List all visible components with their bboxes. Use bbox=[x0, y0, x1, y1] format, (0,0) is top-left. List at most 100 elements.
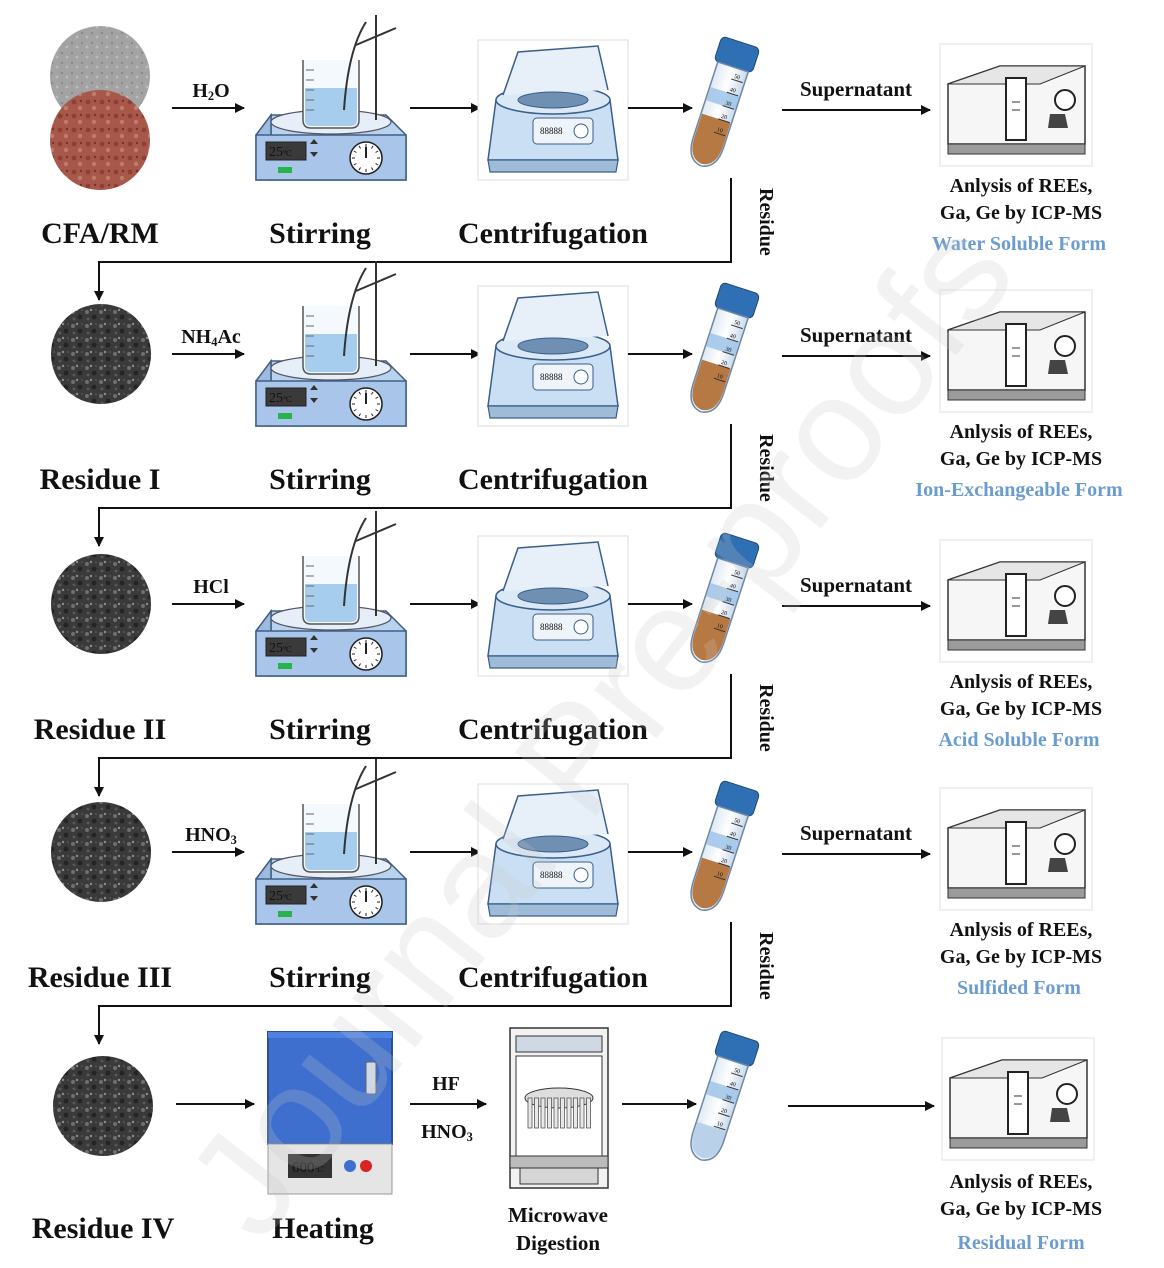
digestion-line-1: Microwave bbox=[508, 1203, 608, 1227]
instrument-window bbox=[1005, 323, 1027, 387]
dial-tick bbox=[353, 659, 357, 662]
centrifuge: 88888 bbox=[477, 39, 629, 181]
dial-tick bbox=[371, 145, 374, 149]
dial-tick bbox=[358, 911, 361, 915]
dial-tick bbox=[358, 641, 361, 645]
tube-sediment bbox=[692, 857, 731, 909]
control-display: 88888 bbox=[540, 126, 563, 136]
centrifuge-foot bbox=[487, 655, 619, 669]
tube-mark-label: 20 bbox=[720, 1108, 728, 1116]
centrifuge-foot bbox=[487, 405, 619, 419]
tube-sediment bbox=[692, 113, 731, 165]
stand-clamp bbox=[355, 273, 397, 292]
temp-arrows-icon bbox=[310, 139, 318, 157]
temp-value: 25℃ bbox=[269, 641, 292, 656]
tube-mark bbox=[722, 105, 735, 110]
beaker-liquid bbox=[305, 88, 357, 126]
digester-vessel bbox=[566, 1097, 572, 1129]
residue-sample-icon bbox=[53, 1056, 153, 1156]
sampler-knob-icon bbox=[1056, 1083, 1078, 1105]
analysis-line-1: Anlysis of REEs, bbox=[950, 175, 1093, 197]
temp-display bbox=[265, 141, 307, 161]
temp-unit: ℃ bbox=[283, 645, 292, 654]
tube-mark-label: 50 bbox=[733, 818, 741, 826]
analysis-line-2: Ga, Ge by ICP-MS bbox=[940, 1198, 1102, 1220]
dial-tick bbox=[375, 646, 379, 649]
sample-label: Residue II bbox=[34, 713, 167, 746]
furnace-display bbox=[288, 1154, 332, 1178]
tube-mark bbox=[722, 351, 735, 356]
tube-mark-label: 10 bbox=[716, 127, 724, 135]
sampler-knob-icon bbox=[1054, 335, 1076, 357]
analysis-line-2: Ga, Ge by ICP-MS bbox=[940, 202, 1102, 224]
control-knob-icon bbox=[573, 619, 589, 635]
analysis-line-2: Ga, Ge by ICP-MS bbox=[940, 698, 1102, 720]
magnetic-stirrer: 25℃ bbox=[255, 759, 407, 925]
tube-mark-label: 40 bbox=[729, 333, 737, 341]
reagent-label: HCl bbox=[193, 576, 229, 598]
instrument-base bbox=[947, 389, 1086, 401]
reagent-hno3-label: HNO3 bbox=[421, 1121, 473, 1144]
tube-mark-label: 50 bbox=[733, 320, 741, 328]
fraction-form-label: Water Soluble Form bbox=[932, 233, 1106, 255]
residue-label: Residue bbox=[755, 188, 777, 256]
control-display: 88888 bbox=[540, 870, 563, 880]
tube-mark bbox=[726, 337, 739, 343]
dial-tick bbox=[358, 391, 361, 395]
temp-value: 25℃ bbox=[269, 889, 292, 904]
thermometer bbox=[343, 21, 367, 111]
digester-vessel bbox=[540, 1097, 546, 1129]
stirring-label: Stirring bbox=[269, 713, 371, 746]
supernatant-label: Supernatant bbox=[800, 573, 912, 597]
residue-sample-icon bbox=[51, 802, 151, 902]
dial-tick bbox=[371, 641, 374, 645]
temp-arrows-icon bbox=[310, 385, 318, 403]
tube-mark-label: 30 bbox=[724, 844, 732, 852]
dial-tick bbox=[375, 907, 379, 910]
temp-display bbox=[265, 637, 307, 657]
sample-label: CFA/RM bbox=[41, 217, 159, 250]
magnetic-stirrer: 25℃ bbox=[255, 261, 407, 427]
dial-tick bbox=[375, 396, 379, 399]
tube-mark-label: 50 bbox=[733, 74, 741, 82]
temp-arrows-icon bbox=[310, 883, 318, 901]
thermometer bbox=[343, 517, 367, 607]
fraction-form-label: Sulfided Form bbox=[957, 977, 1081, 999]
icp-ms-instrument bbox=[939, 43, 1093, 167]
centrifuge-rotor bbox=[517, 835, 589, 853]
tube-sample bbox=[692, 1121, 726, 1159]
stand-clamp bbox=[355, 771, 397, 790]
tube-mark bbox=[731, 822, 743, 828]
stand-clamp bbox=[355, 27, 397, 46]
dial-tick bbox=[375, 659, 379, 662]
centrifuge-lid bbox=[502, 291, 609, 342]
tube-mark-label: 30 bbox=[724, 100, 732, 108]
dial-tick bbox=[353, 150, 357, 153]
tube-mark bbox=[722, 601, 735, 606]
tube-mark-label: 50 bbox=[733, 570, 741, 578]
thermometer bbox=[343, 765, 367, 855]
centrifuge: 88888 bbox=[477, 535, 629, 677]
dial-tick bbox=[371, 911, 374, 915]
residue-sample-icon bbox=[51, 554, 151, 654]
tube-mark bbox=[718, 862, 730, 868]
residue-connector bbox=[94, 178, 732, 301]
reagent-label: H2O bbox=[192, 80, 229, 103]
temp-display bbox=[265, 387, 307, 407]
sampler-arm bbox=[1048, 610, 1068, 624]
sampler-arm bbox=[1048, 114, 1068, 128]
residue-label: Residue bbox=[755, 932, 777, 1000]
analysis-line-1: Anlysis of REEs, bbox=[950, 1171, 1093, 1193]
tube-mark-label: 10 bbox=[716, 623, 724, 631]
tube-mark bbox=[731, 324, 743, 330]
centrifugation-label: Centrifugation bbox=[458, 961, 648, 994]
temp-unit: ℃ bbox=[283, 893, 292, 902]
dial-tick bbox=[371, 167, 374, 171]
dial-tick bbox=[375, 409, 379, 412]
sample-label: Residue III bbox=[28, 961, 172, 994]
reagent-label: NH4Ac bbox=[181, 326, 241, 349]
tube-mark-label: 50 bbox=[733, 1068, 741, 1076]
tube-mark-label: 30 bbox=[724, 596, 732, 604]
dial-tick bbox=[358, 663, 361, 667]
tube-mark-label: 20 bbox=[720, 610, 728, 618]
